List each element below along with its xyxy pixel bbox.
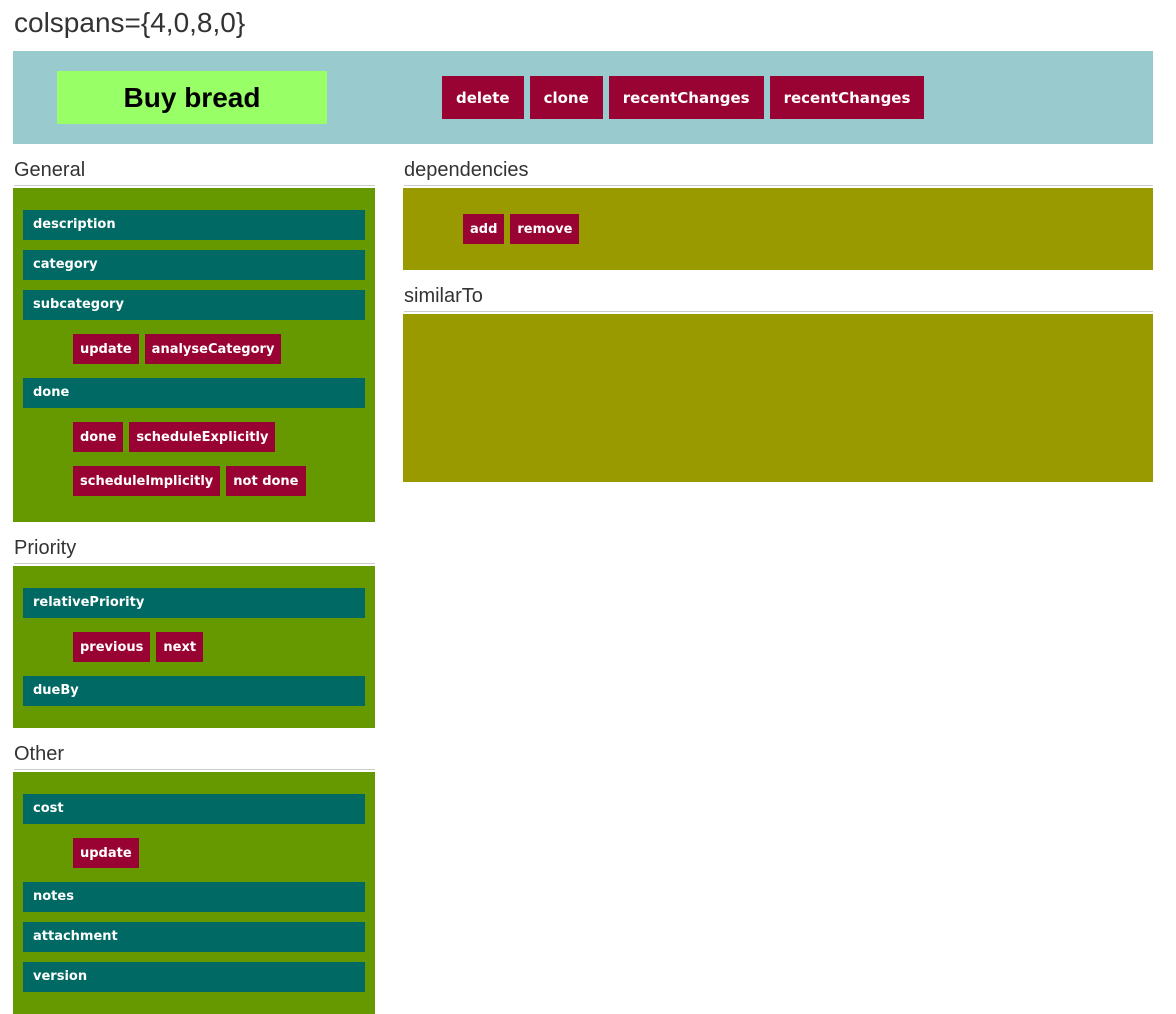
field-due-by: dueBy: [23, 676, 365, 706]
done-button[interactable]: done: [73, 422, 124, 452]
next-button[interactable]: next: [156, 632, 204, 662]
page-title: colspans={4,0,8,0}: [14, 7, 246, 38]
recent-changes-button-2[interactable]: recentChanges: [769, 76, 925, 119]
remove-dependency-button[interactable]: remove: [510, 214, 580, 244]
header-bar: Buy bread delete clone recentChanges rec…: [13, 51, 1153, 144]
analyse-category-button[interactable]: analyseCategory: [144, 334, 282, 364]
other-panel: cost update notes attachment version: [13, 772, 375, 1014]
section-heading-similar-to: similarTo: [404, 284, 1153, 312]
dependencies-panel: add remove: [403, 188, 1153, 270]
add-dependency-button[interactable]: add: [463, 214, 505, 244]
priority-button-row: previous next: [73, 632, 365, 662]
field-category: category: [23, 250, 365, 280]
field-cost: cost: [23, 794, 365, 824]
field-description: description: [23, 210, 365, 240]
update-cost-button[interactable]: update: [73, 838, 139, 868]
header-button-group: delete clone recentChanges recentChanges: [442, 76, 925, 119]
previous-button[interactable]: previous: [73, 632, 151, 662]
task-title-box: Buy bread: [57, 71, 327, 124]
update-category-button[interactable]: update: [73, 334, 139, 364]
field-done: done: [23, 378, 365, 408]
section-heading-general: General: [14, 158, 375, 186]
section-similar-to: similarTo: [403, 284, 1153, 482]
dependencies-button-row: add remove: [463, 214, 1143, 244]
field-version: version: [23, 962, 365, 992]
priority-panel: relativePriority previous next dueBy: [13, 566, 375, 728]
done-button-row-2: scheduleImplicitly not done: [73, 466, 365, 496]
section-heading-priority: Priority: [14, 536, 375, 564]
section-other: Other cost update notes attachment versi…: [13, 742, 375, 1014]
content-columns: General description category subcategory…: [13, 144, 1153, 1014]
left-column: General description category subcategory…: [13, 144, 375, 1014]
field-subcategory: subcategory: [23, 290, 365, 320]
section-heading-other: Other: [14, 742, 375, 770]
field-notes: notes: [23, 882, 365, 912]
field-relative-priority: relativePriority: [23, 588, 365, 618]
clone-button[interactable]: clone: [529, 76, 603, 119]
section-dependencies: dependencies add remove: [403, 158, 1153, 270]
done-button-row-1: done scheduleExplicitly: [73, 422, 365, 452]
similar-to-panel: [403, 314, 1153, 482]
general-panel: description category subcategory update …: [13, 188, 375, 522]
section-priority: Priority relativePriority previous next …: [13, 536, 375, 728]
schedule-explicitly-button[interactable]: scheduleExplicitly: [129, 422, 276, 452]
page: colspans={4,0,8,0} Buy bread delete clon…: [13, 6, 1153, 1014]
right-column: dependencies add remove similarTo: [403, 144, 1153, 1014]
category-button-row: update analyseCategory: [73, 334, 365, 364]
not-done-button[interactable]: not done: [226, 466, 306, 496]
delete-button[interactable]: delete: [442, 76, 524, 119]
cost-button-row: update: [73, 838, 365, 868]
section-general: General description category subcategory…: [13, 158, 375, 522]
section-heading-dependencies: dependencies: [404, 158, 1153, 186]
field-attachment: attachment: [23, 922, 365, 952]
recent-changes-button[interactable]: recentChanges: [608, 76, 764, 119]
schedule-implicitly-button[interactable]: scheduleImplicitly: [73, 466, 221, 496]
task-title: Buy bread: [123, 81, 261, 113]
